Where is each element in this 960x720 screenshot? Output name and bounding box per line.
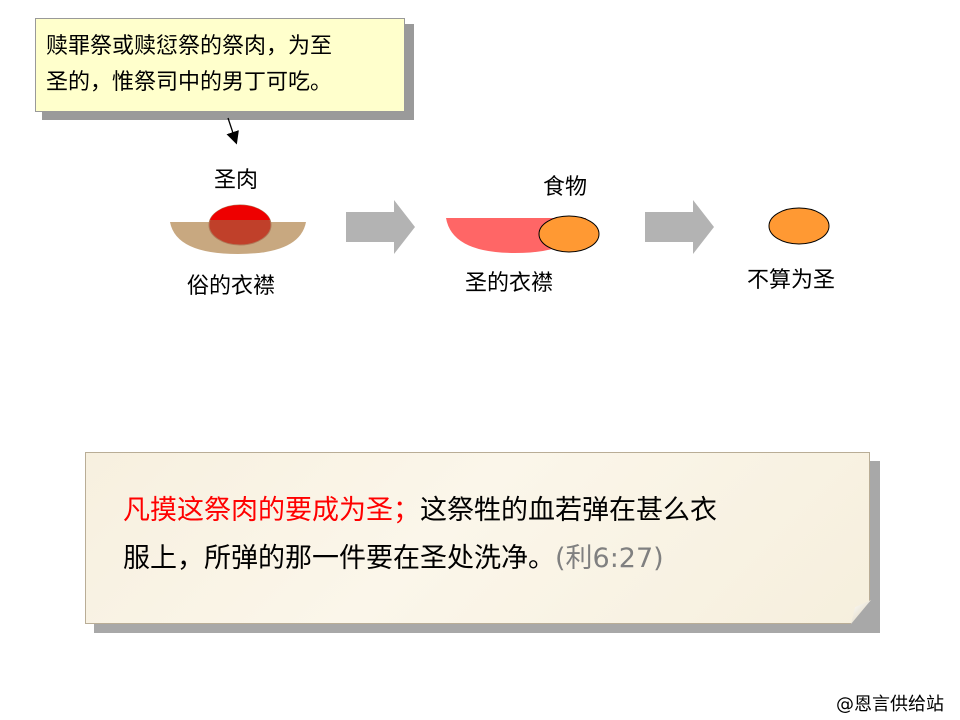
note-line-1: 赎罪祭或赎愆祭的祭肉，为至 <box>46 34 333 59</box>
sacred-meat-highlight <box>209 205 271 220</box>
holy-garment-label: 圣的衣襟 <box>465 271 554 296</box>
sacred-meat-label: 圣肉 <box>214 168 259 193</box>
verse-text: 凡摸这祭肉的要成为圣；这祭牲的血若弹在甚么衣 服上，所弹的那一件要在圣处洗净。(… <box>123 487 843 583</box>
verse-line-2: 服上，所弹的那一件要在圣处洗净。 <box>123 543 555 574</box>
pointer-arrow <box>226 117 239 145</box>
callout-note: 赎罪祭或赎愆祭的祭肉，为至 圣的，惟祭司中的男丁可吃。 <box>35 18 405 112</box>
verse-reference: (利6:27) <box>555 543 664 574</box>
food-shape <box>538 215 600 253</box>
watermark: @恩言供给站 <box>836 694 944 715</box>
verse-scroll <box>85 452 870 624</box>
common-garment-label: 俗的衣襟 <box>187 274 276 299</box>
food-label: 食物 <box>543 175 588 200</box>
flow-arrow-2 <box>645 200 714 254</box>
not-holy-label: 不算为圣 <box>747 268 836 293</box>
flow-arrow-1 <box>346 200 415 254</box>
food-not-holy-shape <box>768 207 830 245</box>
verse-line-1-rest: 这祭牲的血若弹在甚么衣 <box>420 495 717 526</box>
verse-highlight: 凡摸这祭肉的要成为圣； <box>123 495 420 526</box>
note-line-2: 圣的，惟祭司中的男丁可吃。 <box>46 70 333 95</box>
